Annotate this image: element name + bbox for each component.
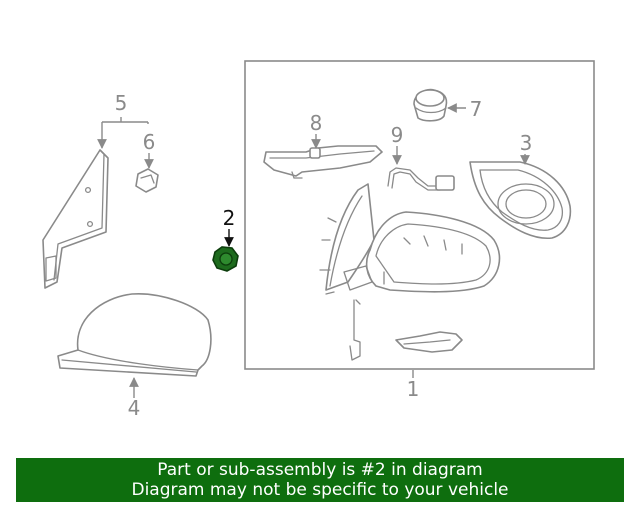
callout-1: 1	[407, 377, 420, 401]
part-3-mirror-glass[interactable]	[469, 161, 572, 240]
callout-3: 3	[520, 131, 533, 155]
part-7-grommet[interactable]	[413, 88, 448, 122]
callout-2: 2	[223, 206, 236, 230]
callout-7: 7	[470, 97, 483, 121]
callout-leaders	[97, 103, 530, 398]
callout-6: 6	[143, 130, 156, 154]
callout-9: 9	[391, 123, 404, 147]
part-8-turn-lamp[interactable]	[263, 145, 383, 179]
info-banner: Part or sub-assembly is #2 in diagram Di…	[16, 458, 624, 502]
part-9-harness[interactable]	[387, 167, 455, 191]
part-2-nut[interactable]	[212, 246, 239, 272]
callout-8: 8	[310, 111, 323, 135]
part-6-clip[interactable]	[135, 168, 159, 193]
part-5-mirror-base[interactable]	[42, 149, 109, 289]
callout-4: 4	[128, 396, 141, 420]
mirror-housing-assembly	[319, 183, 501, 361]
callout-5: 5	[115, 91, 128, 115]
assembly-frame	[244, 60, 595, 370]
banner-line-2: Diagram may not be specific to your vehi…	[131, 480, 509, 500]
part-4-mirror-cover[interactable]	[57, 293, 212, 377]
banner-line-1: Part or sub-assembly is #2 in diagram	[157, 460, 483, 480]
